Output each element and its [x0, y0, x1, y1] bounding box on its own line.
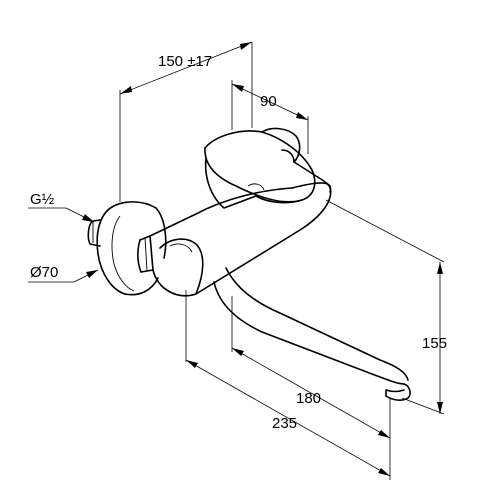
thread-connector	[87, 219, 101, 247]
connector-nut	[137, 235, 154, 273]
dimension-handle-width: 90	[231, 80, 309, 154]
dim-handle-width-label: 90	[260, 93, 277, 110]
dimension-total-reach: 235	[185, 290, 391, 480]
wall-rosette	[96, 201, 167, 296]
dim-height-label: 155	[422, 335, 447, 352]
rosette-diameter-label: Ø70	[30, 264, 58, 281]
dimension-spout-reach: 180	[231, 296, 391, 442]
dim-overall-width-label: 150 ±17	[158, 53, 212, 70]
dim-spout-reach-label: 180	[296, 390, 321, 407]
leader-thread: G½	[28, 191, 95, 223]
faucet-illustration	[87, 127, 411, 401]
dim-total-reach-label: 235	[272, 415, 297, 432]
dimension-height: 155	[325, 199, 447, 415]
lever-handle	[204, 127, 332, 209]
dimension-overall-width: 150 ±17	[119, 41, 253, 202]
spout	[213, 267, 411, 401]
thread-label: G½	[30, 191, 55, 208]
leader-rosette-diameter: Ø70	[28, 264, 99, 283]
